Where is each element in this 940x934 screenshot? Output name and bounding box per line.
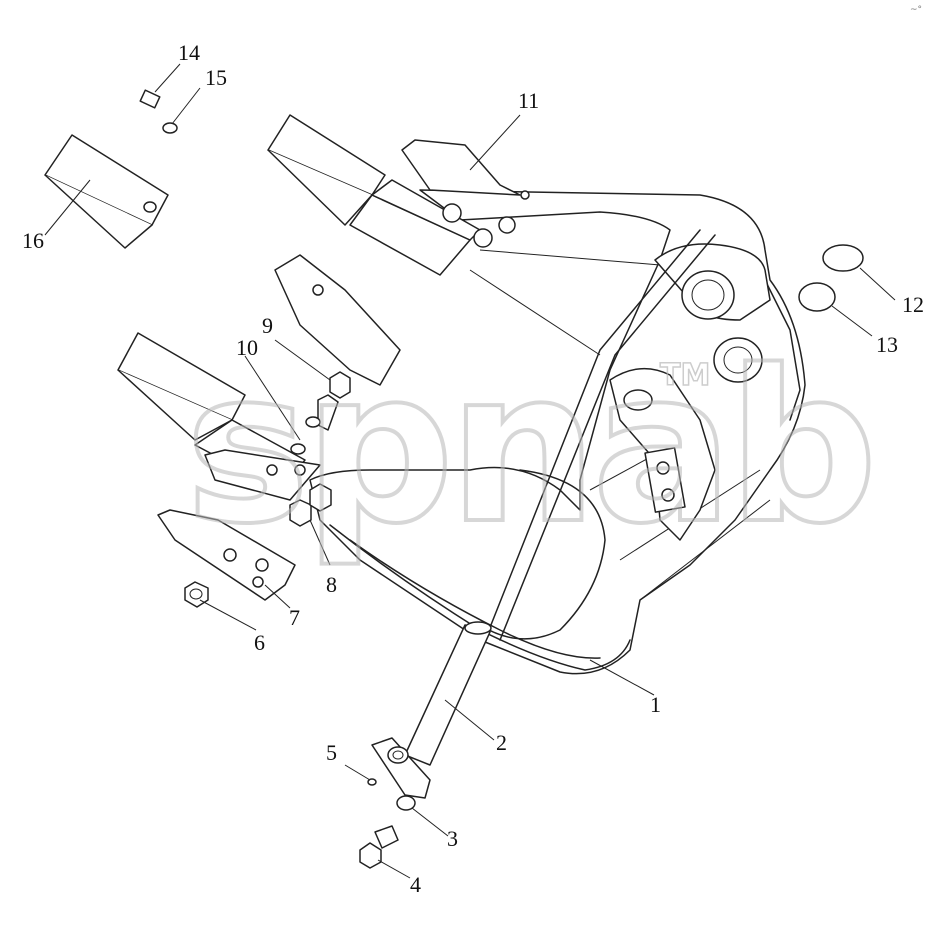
leader-lines bbox=[44, 63, 896, 879]
callout-16: 16 bbox=[22, 228, 44, 253]
callout-15: 15 bbox=[205, 65, 227, 90]
callout-4: 4 bbox=[410, 872, 421, 897]
callout-6: 6 bbox=[254, 630, 265, 655]
tooth-16 bbox=[44, 134, 169, 249]
callout-7: 7 bbox=[289, 605, 300, 630]
washer-13 bbox=[798, 282, 836, 312]
nuts-8 bbox=[289, 483, 332, 527]
watermark-text: spnab bbox=[185, 325, 872, 570]
grease-fitting-5 bbox=[367, 778, 377, 786]
callout-14: 14 bbox=[178, 40, 200, 65]
callout-10: 10 bbox=[236, 335, 258, 360]
washer-3 bbox=[396, 795, 416, 811]
corner-mark: ~° bbox=[910, 5, 922, 15]
callout-13: 13 bbox=[876, 332, 898, 357]
retainer-15 bbox=[162, 122, 178, 134]
washer-10b bbox=[290, 443, 306, 455]
plate-7 bbox=[157, 509, 296, 601]
bolt-4 bbox=[359, 825, 399, 869]
cutter-plate-11 bbox=[401, 139, 530, 248]
washer-10 bbox=[305, 416, 321, 428]
pin-14 bbox=[139, 89, 161, 109]
callout-11: 11 bbox=[518, 88, 539, 113]
pin-2 bbox=[371, 621, 492, 799]
nut-6 bbox=[184, 581, 209, 608]
bolt-9 bbox=[317, 371, 351, 431]
callout-labels: 1 2 3 4 5 6 7 8 9 10 11 12 13 14 15 16 bbox=[22, 40, 924, 897]
upper-adapter bbox=[274, 254, 401, 386]
callout-1: 1 bbox=[650, 692, 661, 717]
callout-5: 5 bbox=[326, 740, 337, 765]
callout-9: 9 bbox=[262, 313, 273, 338]
bucket-body bbox=[309, 189, 806, 675]
side-cutter-plate bbox=[204, 449, 321, 501]
washer-12 bbox=[822, 244, 864, 272]
callout-12: 12 bbox=[902, 292, 924, 317]
upper-tooth bbox=[267, 114, 481, 276]
callout-8: 8 bbox=[326, 572, 337, 597]
watermark: spnab TM bbox=[183, 323, 880, 572]
callout-2: 2 bbox=[496, 730, 507, 755]
callout-3: 3 bbox=[447, 826, 458, 851]
watermark-tm: TM bbox=[660, 358, 710, 393]
